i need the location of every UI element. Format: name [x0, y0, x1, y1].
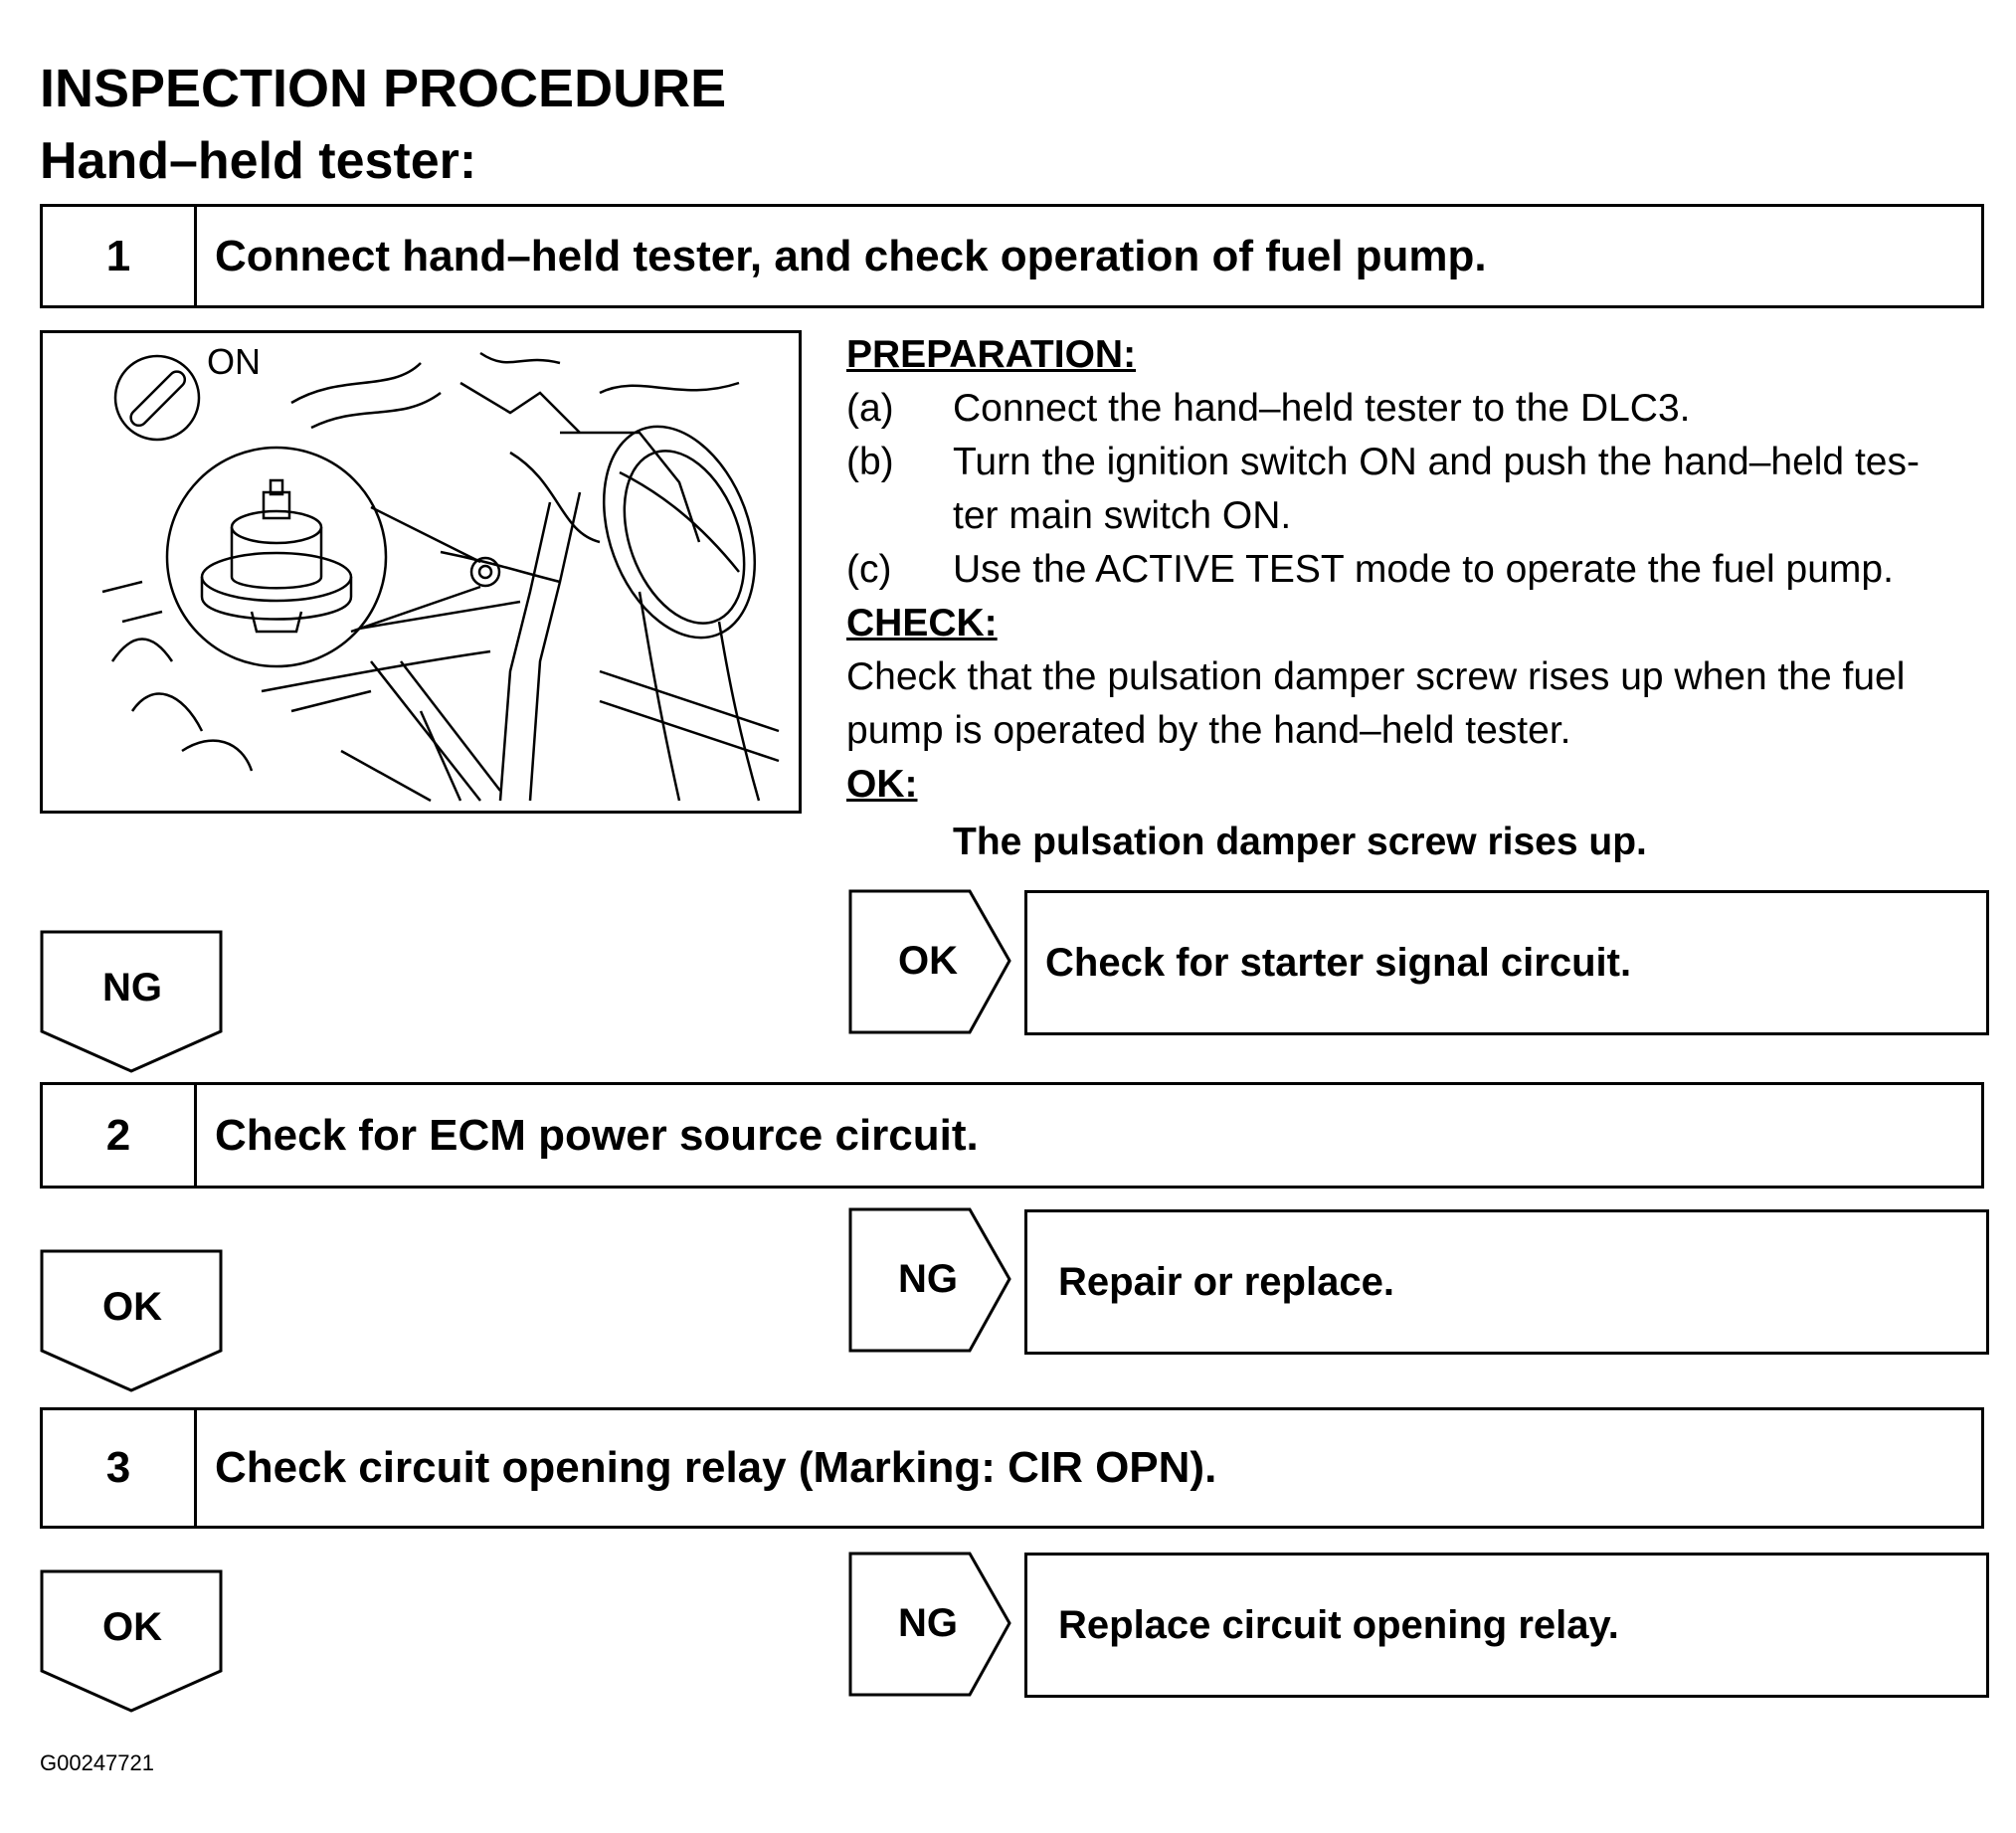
step-3-box: 3 Check circuit opening relay (Marking: …	[40, 1407, 1984, 1529]
side-result-tag: NG	[848, 1207, 1033, 1353]
instructions: PREPARATION: (a) Connect the hand–held t…	[846, 328, 1990, 869]
result-box: Replace circuit opening relay.	[1024, 1553, 1989, 1698]
down-result-tag: OK	[40, 1569, 225, 1715]
side-result-tag: NG	[848, 1552, 1033, 1697]
result-text: Replace circuit opening relay.	[1058, 1602, 1619, 1647]
item-text: Use the ACTIVE TEST mode to operate the …	[953, 548, 1894, 591]
side-tag-label: NG	[898, 1601, 958, 1645]
down-tag-label: NG	[102, 966, 162, 1009]
step-number: 3	[43, 1410, 197, 1526]
item-text: ter main switch ON.	[953, 494, 1292, 537]
side-tag-label: NG	[898, 1257, 958, 1301]
check-text-line: pump is operated by the hand–held tester…	[846, 709, 1571, 752]
step-text: Check circuit opening relay (Marking: CI…	[215, 1443, 1217, 1492]
result-box: Check for starter signal circuit.	[1024, 890, 1989, 1035]
engine-diagram	[101, 351, 780, 803]
preparation-title: PREPARATION:	[846, 333, 1137, 376]
item-text: Connect the hand–held tester to the DLC3…	[953, 387, 1691, 430]
check-title: CHECK:	[846, 602, 998, 644]
switch-on-label: ON	[207, 341, 261, 382]
ignition-key-icon	[113, 354, 201, 442]
ok-result: The pulsation damper screw rises up.	[953, 821, 1647, 863]
step-text: Connect hand–held tester, and check oper…	[215, 231, 1487, 280]
result-box: Repair or replace.	[1024, 1209, 1989, 1355]
side-tag-label: OK	[898, 939, 958, 983]
step-number: 1	[43, 207, 197, 305]
item-label: (a)	[846, 387, 894, 430]
list-item: (c) Use the ACTIVE TEST mode to operate …	[846, 543, 1990, 597]
list-item-continuation: ter main switch ON.	[846, 489, 1990, 543]
figure-code: G00247721	[40, 1750, 154, 1775]
page-heading: INSPECTION PROCEDURE	[40, 59, 727, 118]
step-2-box: 2 Check for ECM power source circuit.	[40, 1082, 1984, 1189]
step-number: 2	[43, 1085, 197, 1186]
page-subheading: Hand–held tester:	[40, 132, 477, 190]
fuel-pump-illustration: ON	[40, 330, 802, 814]
down-result-tag: OK	[40, 1249, 225, 1394]
check-text-line: Check that the pulsation damper screw ri…	[846, 655, 1906, 698]
ok-title: OK:	[846, 763, 918, 806]
item-label: (b)	[846, 441, 894, 483]
item-label: (c)	[846, 548, 892, 591]
list-item: (a) Connect the hand–held tester to the …	[846, 382, 1990, 436]
result-text: Check for starter signal circuit.	[1045, 940, 1632, 985]
list-item: (b) Turn the ignition switch ON and push…	[846, 436, 1990, 489]
side-result-tag: OK	[848, 889, 1033, 1034]
down-result-tag: NG	[40, 930, 225, 1075]
down-tag-label: OK	[102, 1285, 162, 1329]
result-text: Repair or replace.	[1058, 1259, 1394, 1304]
item-text: Turn the ignition switch ON and push the…	[953, 441, 1920, 483]
step-text: Check for ECM power source circuit.	[215, 1110, 979, 1160]
step-1-box: 1 Connect hand–held tester, and check op…	[40, 204, 1984, 308]
down-tag-label: OK	[102, 1605, 162, 1649]
